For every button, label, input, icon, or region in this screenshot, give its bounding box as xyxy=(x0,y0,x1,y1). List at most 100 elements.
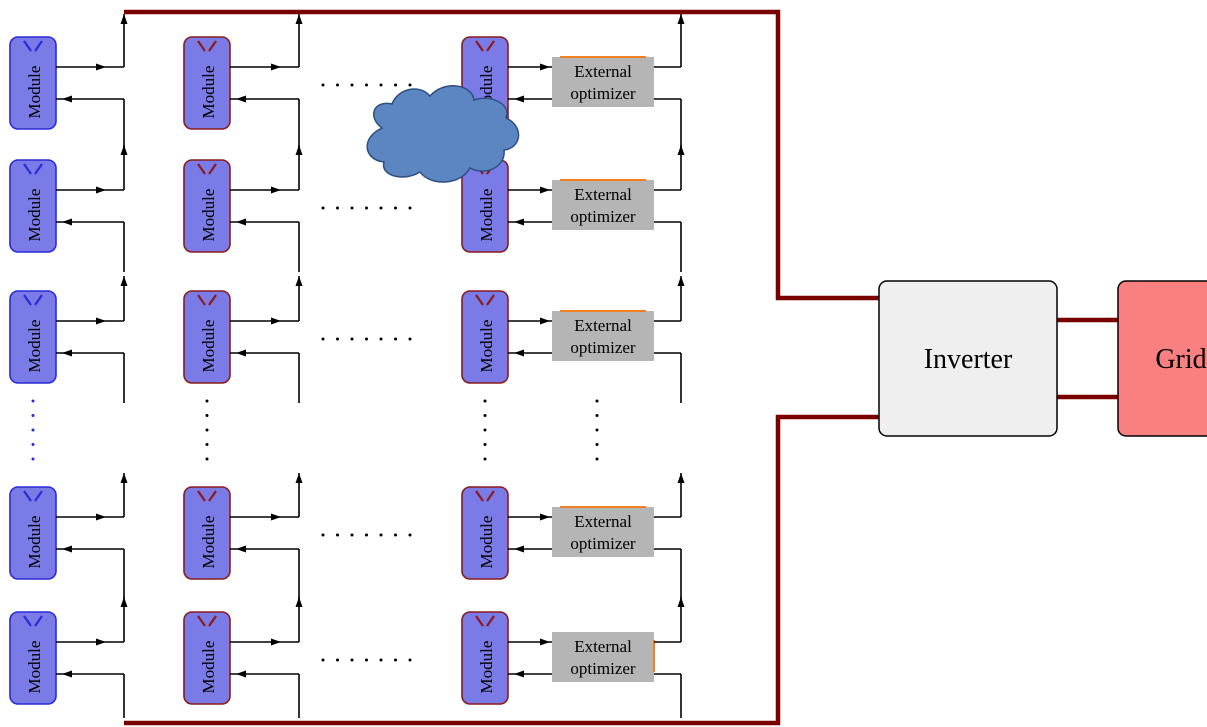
module-col-1-row-3: Module xyxy=(9,290,57,384)
arrow-head-up xyxy=(677,597,685,607)
ellipsis-dot xyxy=(379,83,383,87)
ellipsis-dot xyxy=(394,658,397,662)
arrow-head xyxy=(514,218,524,226)
ellipsis-dot xyxy=(350,658,354,662)
module-label: Module xyxy=(199,641,218,694)
ellipsis-dot xyxy=(350,533,354,537)
arrow-head xyxy=(236,545,246,553)
module-col-last-row-3: Module xyxy=(461,290,509,384)
arrow-head xyxy=(540,513,550,521)
grid-block: Grid xyxy=(1117,280,1207,437)
module-col-2-row-2: Module xyxy=(183,159,231,253)
vertical-ellipsis-dot xyxy=(595,457,599,461)
arrow-head-up xyxy=(677,276,685,286)
module-col-1-row-5: Module xyxy=(9,611,57,705)
vertical-ellipsis-dot xyxy=(31,428,35,432)
module-label: Module xyxy=(25,641,44,694)
arrow-head xyxy=(62,545,72,553)
arrow-head xyxy=(271,317,281,325)
ellipsis-dot xyxy=(350,83,354,87)
ellipsis-dot xyxy=(379,337,383,341)
vertical-ellipsis-dot xyxy=(483,414,487,417)
optimizer-label-line1: External xyxy=(574,185,632,204)
module-label: Module xyxy=(199,320,218,373)
vertical-ellipsis-dot xyxy=(31,457,35,461)
vertical-ellipsis-dot xyxy=(595,414,599,417)
optimizer-label-line2: optimizer xyxy=(570,207,635,226)
inverter-block: Inverter xyxy=(878,280,1058,437)
vertical-ellipsis-dot xyxy=(31,399,35,403)
vertical-ellipsis-dot xyxy=(31,414,35,417)
ellipsis-dot xyxy=(408,533,412,537)
arrow-head xyxy=(271,63,281,71)
ellipsis-dot xyxy=(394,83,397,87)
ellipsis-dot xyxy=(336,83,339,87)
arrow-head-up xyxy=(295,145,303,155)
module-col-2-row-4: Module xyxy=(183,486,231,580)
optimizer-label-line1: External xyxy=(574,316,632,335)
arrow-head xyxy=(540,638,550,646)
ellipsis-dot xyxy=(365,83,368,87)
ellipsis-dot xyxy=(365,206,368,210)
external-optimizer: External optimizer xyxy=(552,310,654,361)
ellipsis-dot xyxy=(336,658,339,662)
arrow-head-up xyxy=(120,145,128,155)
vertical-ellipsis-dot xyxy=(205,428,209,432)
ellipsis-dot xyxy=(336,533,339,537)
arrow-head xyxy=(96,186,106,194)
arrow-head xyxy=(96,63,106,71)
cloud-icon xyxy=(366,85,520,183)
arrow-head xyxy=(271,638,281,646)
ellipsis-dot xyxy=(321,533,325,537)
module-col-last-row-4: Module xyxy=(461,486,509,580)
module-col-2-row-5: Module xyxy=(183,611,231,705)
module-label: Module xyxy=(25,320,44,373)
arrow-head xyxy=(96,317,106,325)
ellipsis-dot xyxy=(408,337,412,341)
arrow-head xyxy=(514,545,524,553)
arrow-head xyxy=(514,349,524,357)
grid-label: Grid xyxy=(1155,344,1206,375)
arrow-head-up xyxy=(295,597,303,607)
arrow-head xyxy=(62,349,72,357)
module-col-last-row-5: Module xyxy=(461,611,509,705)
arrow-head xyxy=(540,186,550,194)
arrow-head-up xyxy=(677,145,685,155)
arrow-head xyxy=(96,513,106,521)
optimizer-label-line1: External xyxy=(574,637,632,656)
module-col-1-row-4: Module xyxy=(9,486,57,580)
inverter-box xyxy=(878,280,1058,437)
negative-bus xyxy=(124,414,879,726)
arrow-head xyxy=(540,317,550,325)
module-col-1-row-2: Module xyxy=(9,159,57,253)
vertical-ellipsis-dot xyxy=(483,443,487,446)
module-label: Module xyxy=(25,189,44,242)
arrow-head xyxy=(514,95,524,103)
ellipsis-dot xyxy=(408,206,412,210)
vertical-ellipsis-dot xyxy=(595,443,599,446)
ellipsis-dot xyxy=(394,206,397,210)
power-bus xyxy=(124,9,1118,726)
ellipsis-dot xyxy=(365,658,368,662)
ellipsis-dot xyxy=(350,206,354,210)
arrow-head xyxy=(236,670,246,678)
inverter-label: Inverter xyxy=(924,344,1013,375)
arrow-head-up xyxy=(295,14,303,24)
vertical-ellipsis-dot xyxy=(483,399,487,403)
optimizer-label-line2: optimizer xyxy=(570,338,635,357)
arrow-head-up xyxy=(677,473,685,483)
external-optimizer: External optimizer xyxy=(552,179,654,230)
arrow-head-up xyxy=(295,276,303,286)
vertical-ellipsis-dot xyxy=(205,414,209,417)
arrow-head-up xyxy=(120,597,128,607)
vertical-ellipsis-dot xyxy=(483,457,487,461)
vertical-ellipsis-dot xyxy=(595,428,599,432)
arrow-head xyxy=(540,63,550,71)
ellipsis-dot xyxy=(365,533,368,537)
ellipsis-dot xyxy=(379,206,383,210)
arrow-head xyxy=(236,349,246,357)
module-label: Module xyxy=(25,516,44,569)
